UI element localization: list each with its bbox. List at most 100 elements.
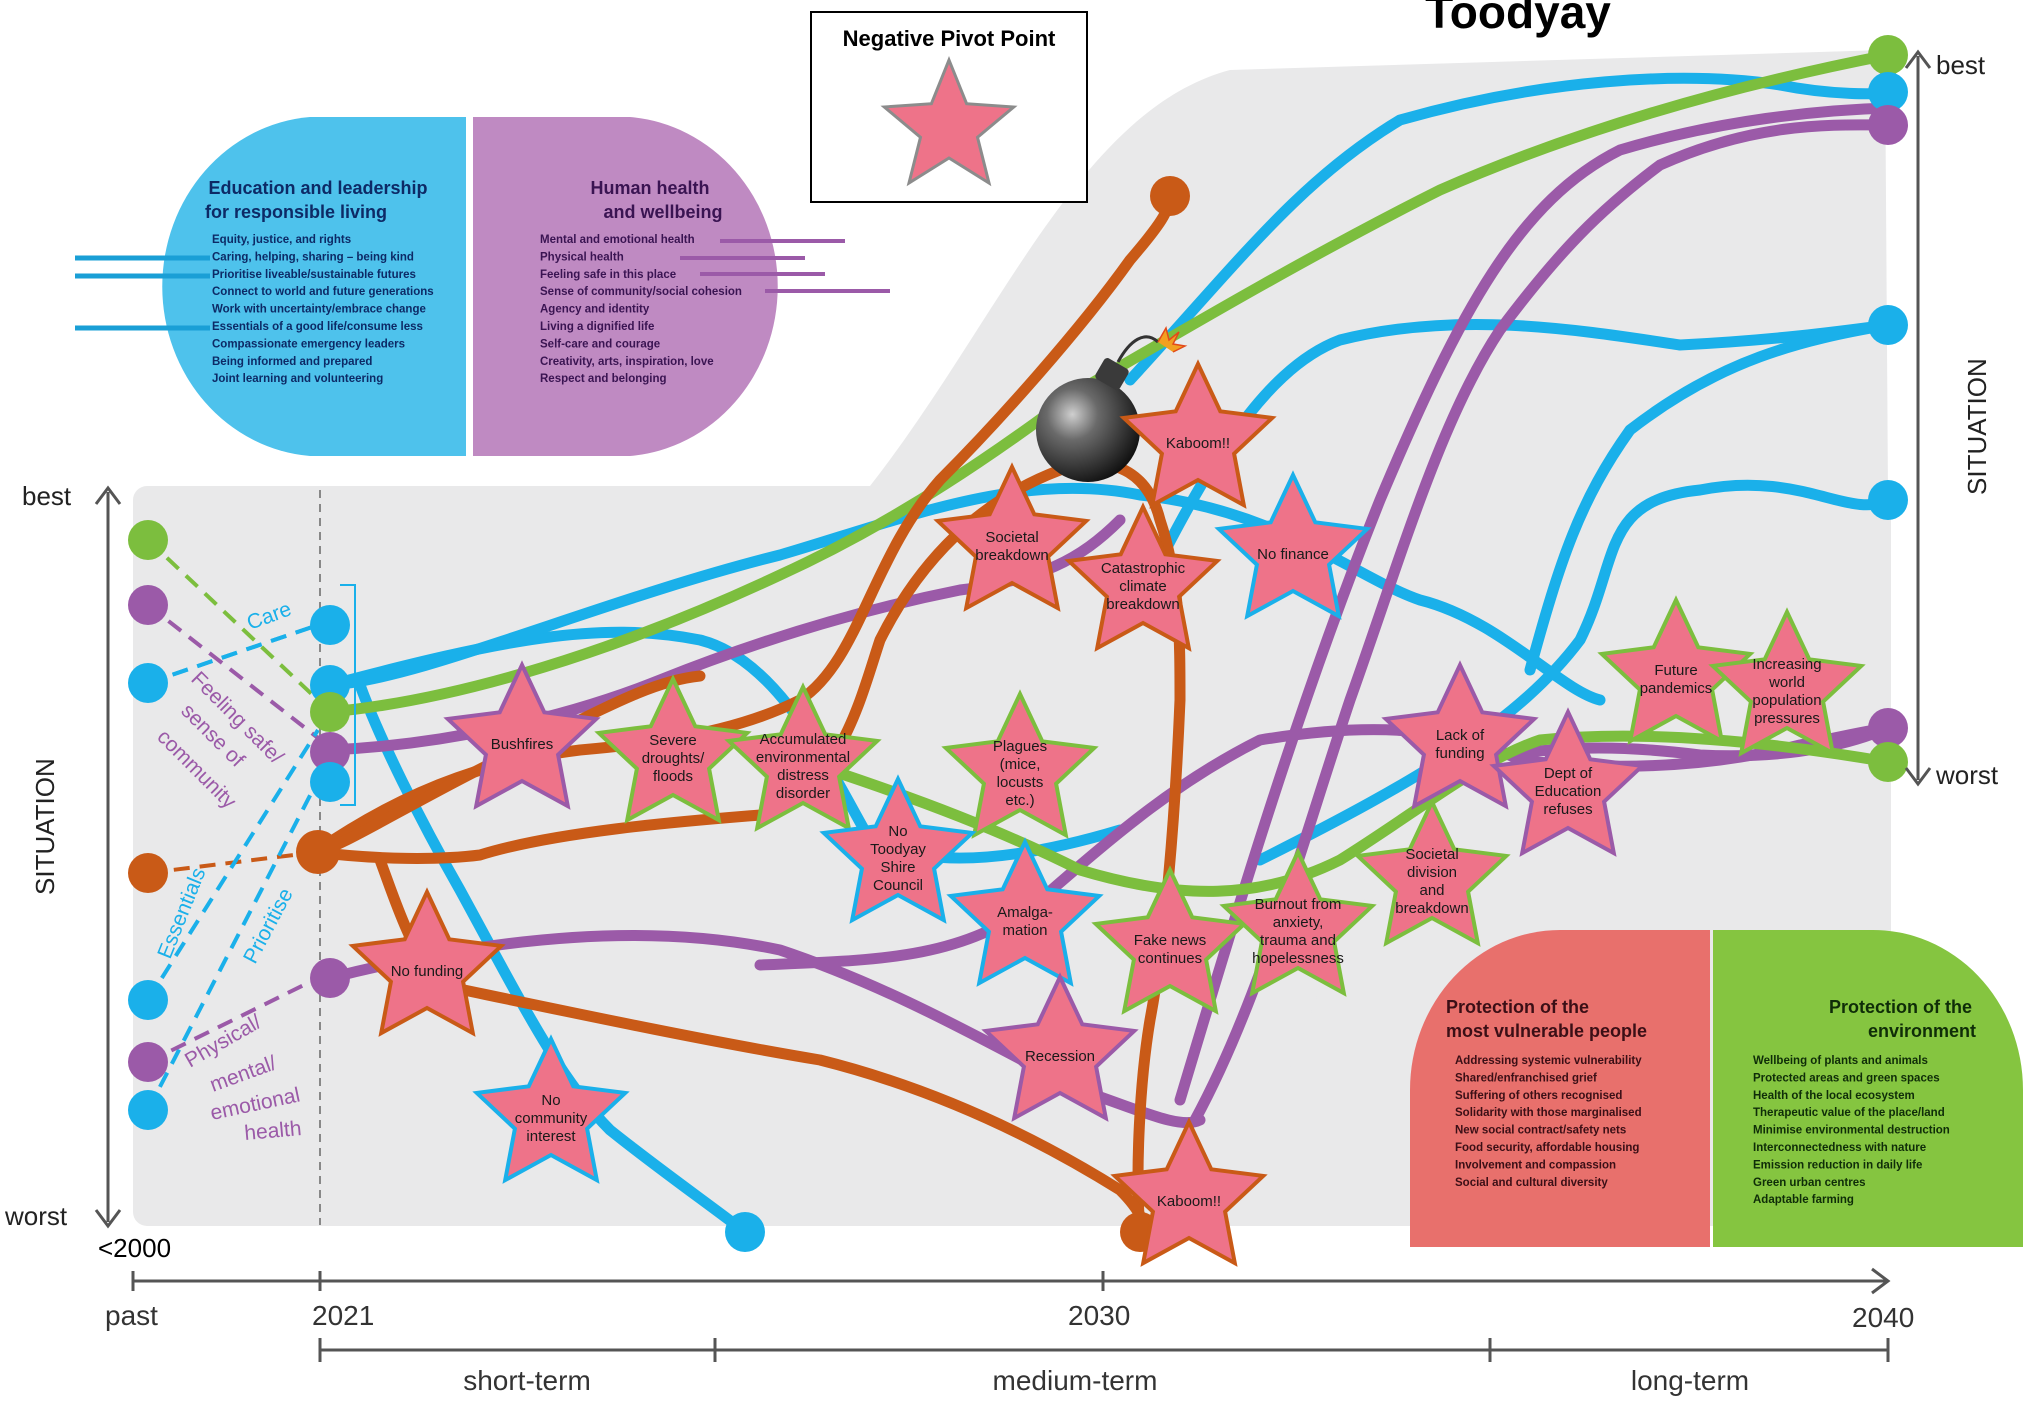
star-shape	[472, 1034, 630, 1184]
theme-item: Therapeutic value of the place/land	[1753, 1107, 1945, 1119]
theme-item: Self-care and courage	[540, 338, 660, 350]
health-arrows	[680, 239, 890, 293]
pivot-point-label: funding	[1435, 745, 1484, 762]
orange-dot	[1150, 176, 1190, 216]
right-axis-worst: worst	[1935, 760, 1999, 790]
blue-dashed-connector	[147, 623, 319, 685]
blue-dashed-connector	[146, 779, 320, 1111]
blue-dashed-connector	[146, 728, 320, 1002]
star-shape	[443, 660, 601, 810]
tick-2030: 2030	[1068, 1300, 1130, 1331]
star-shape	[981, 972, 1139, 1122]
theme-item: Mental and emotional health	[540, 234, 695, 246]
blue-trajectory-line	[1124, 72, 1894, 386]
theme-item: Agency and identity	[540, 304, 650, 316]
health-title-2: and wellbeing	[603, 202, 722, 222]
vulnerable-title-1: Protection of the	[1446, 997, 1589, 1017]
pivot-point-label: anxiety,	[1273, 914, 1324, 931]
blue-dot	[128, 1090, 168, 1130]
pivot-points: Kaboom!!SocietalbreakdownCatastrophiccli…	[348, 359, 1866, 1267]
pivot-point-label: Council	[873, 877, 923, 894]
green-dot	[1868, 742, 1908, 782]
star-shape	[1489, 707, 1647, 857]
pivot-point-star: No finance	[1214, 470, 1372, 620]
theme-education: Education and leadership for responsible…	[75, 117, 466, 456]
theme-item: Caring, helping, sharing – being kind	[212, 251, 414, 263]
pivot-point-label: Amalga-	[997, 904, 1053, 921]
theme-item: Essentials of a good life/consume less	[212, 321, 423, 333]
green-dot	[310, 692, 350, 732]
pivot-point-star: Recession	[981, 972, 1139, 1122]
purple-trajectory-line	[324, 930, 1206, 1129]
theme-item: Creativity, arts, inspiration, love	[540, 356, 714, 368]
theme-item: Being informed and prepared	[212, 356, 372, 368]
purple-dashed-connector	[147, 976, 319, 1064]
pivot-point-label: breakdown	[1395, 900, 1468, 917]
star-shape	[1219, 847, 1377, 997]
pivot-point-label: pandemics	[1640, 680, 1713, 697]
pivot-point-label: Societal	[1405, 846, 1458, 863]
pivot-point-label: Increasing	[1752, 656, 1821, 673]
right-axis-best: best	[1936, 50, 1986, 80]
theme-item: New social contract/safety nets	[1455, 1125, 1626, 1137]
purple-trajectory-line	[1174, 102, 1894, 1106]
theme-item: Physical health	[540, 251, 624, 263]
pivot-point-label: community	[515, 1110, 588, 1127]
pivot-point-label: locusts	[997, 774, 1044, 791]
theme-item: Solidarity with those marginalised	[1455, 1107, 1642, 1119]
education-title-2: for responsible living	[205, 202, 387, 222]
pivot-point-label: Shire	[880, 859, 915, 876]
theme-item: Prioritise liveable/sustainable futures	[212, 269, 416, 281]
pivot-point-label: Accumulated	[760, 731, 847, 748]
health-shape	[473, 117, 778, 456]
pivot-point-label: Future	[1654, 662, 1697, 679]
pivot-point-label: disorder	[776, 785, 830, 802]
tick-2021: 2021	[312, 1300, 374, 1331]
period-medium-term: medium-term	[993, 1365, 1158, 1396]
star-shape	[819, 774, 977, 924]
left-axis-worst: worst	[4, 1201, 68, 1231]
orange-dot	[128, 853, 168, 893]
theme-item: Minimise environmental destruction	[1753, 1125, 1950, 1137]
education-arrows	[75, 255, 210, 331]
vulnerable-shape	[1410, 930, 1710, 1247]
pivot-point-label: Burnout from	[1255, 896, 1342, 913]
theme-item: Compassionate emergency leaders	[212, 338, 405, 350]
theme-item: Equity, justice, and rights	[212, 234, 351, 246]
theme-item: Social and cultural diversity	[1455, 1177, 1608, 1189]
bracket-2021	[340, 584, 356, 806]
pivot-point-star: Kaboom!!	[1119, 359, 1277, 509]
pivot-point-star: No funding	[348, 887, 506, 1037]
pivot-point-label: climate	[1119, 578, 1167, 595]
theme-item: Involvement and compassion	[1455, 1159, 1616, 1171]
pivot-point-label: No finance	[1257, 546, 1329, 563]
vulnerable-title-2: most vulnerable people	[1446, 1021, 1647, 1041]
pivot-point-label: distress	[777, 767, 829, 784]
star-shape	[946, 837, 1104, 987]
legend-heading: Negative Pivot Point	[843, 26, 1056, 51]
theme-item: Respect and belonging	[540, 373, 667, 385]
blue-trajectory-line	[324, 482, 1606, 706]
education-shape	[162, 117, 466, 456]
theme-item: Joint learning and volunteering	[212, 373, 383, 385]
star-shape	[724, 682, 882, 832]
theme-item: Addressing systemic vulnerability	[1455, 1055, 1642, 1067]
right-axis-label: SITUATION	[1962, 358, 1992, 495]
blue-dot	[1868, 72, 1908, 112]
pivot-point-label: Bushfires	[491, 736, 554, 753]
period-long-term: long-term	[1631, 1365, 1749, 1396]
purple-trajectory-line	[1464, 722, 1894, 766]
pivot-point-label: Societal	[985, 529, 1038, 546]
star-shape	[594, 674, 752, 824]
pivot-point-label: No funding	[391, 963, 464, 980]
pivot-point-label: droughts/	[642, 750, 705, 767]
